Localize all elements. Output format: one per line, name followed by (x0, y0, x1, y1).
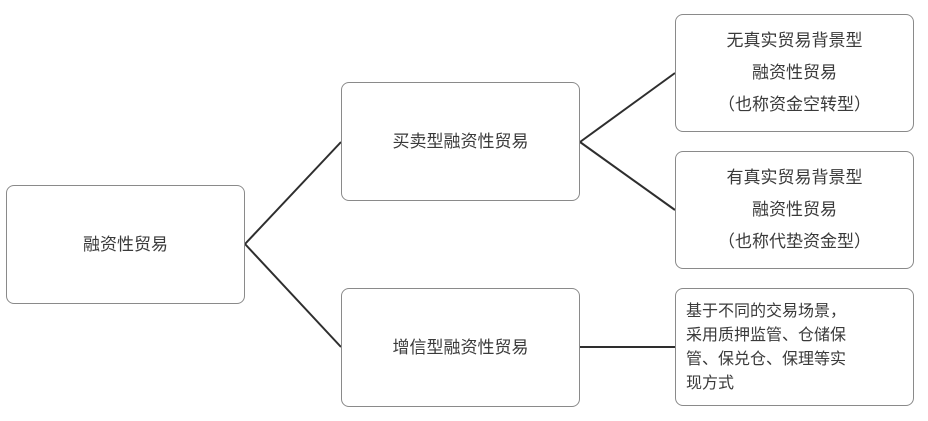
real-trade-node: 有真实贸易背景型 融资性贸易 （也称代垫资金型） (675, 151, 914, 269)
credit-description-node: 基于不同的交易场景， 采用质押监管、仓储保 管、保兑仓、保理等实 现方式 (675, 288, 914, 406)
credit-desc-line-2: 采用质押监管、仓储保 (686, 325, 847, 344)
credit-desc-line-1: 基于不同的交易场景， (686, 301, 847, 320)
real-trade-line-2: 融资性贸易 (752, 200, 837, 220)
no-real-trade-line-2: 融资性贸易 (752, 63, 837, 83)
edge-trade-to-no-real (579, 72, 676, 143)
no-real-trade-line-1: 无真实贸易背景型 (726, 31, 863, 51)
edge-root-to-trade (244, 141, 342, 245)
credit-branch-node: 增信型融资性贸易 (341, 288, 580, 407)
trade-branch-node: 买卖型融资性贸易 (341, 82, 580, 201)
credit-branch-label: 增信型融资性贸易 (392, 337, 529, 358)
real-trade-line-1: 有真实贸易背景型 (726, 168, 863, 188)
no-real-trade-node: 无真实贸易背景型 融资性贸易 （也称资金空转型） (675, 14, 914, 132)
edge-root-to-credit (244, 243, 342, 348)
root-node-label: 融资性贸易 (83, 234, 168, 255)
root-node: 融资性贸易 (6, 185, 245, 304)
credit-desc-line-3: 管、保兑仓、保理等实 (686, 349, 847, 368)
credit-desc-line-4: 现方式 (686, 373, 735, 392)
edge-trade-to-real (579, 141, 676, 211)
real-trade-line-3: （也称代垫资金型） (718, 232, 871, 252)
trade-branch-label: 买卖型融资性贸易 (392, 131, 529, 152)
no-real-trade-line-3: （也称资金空转型） (718, 95, 871, 115)
